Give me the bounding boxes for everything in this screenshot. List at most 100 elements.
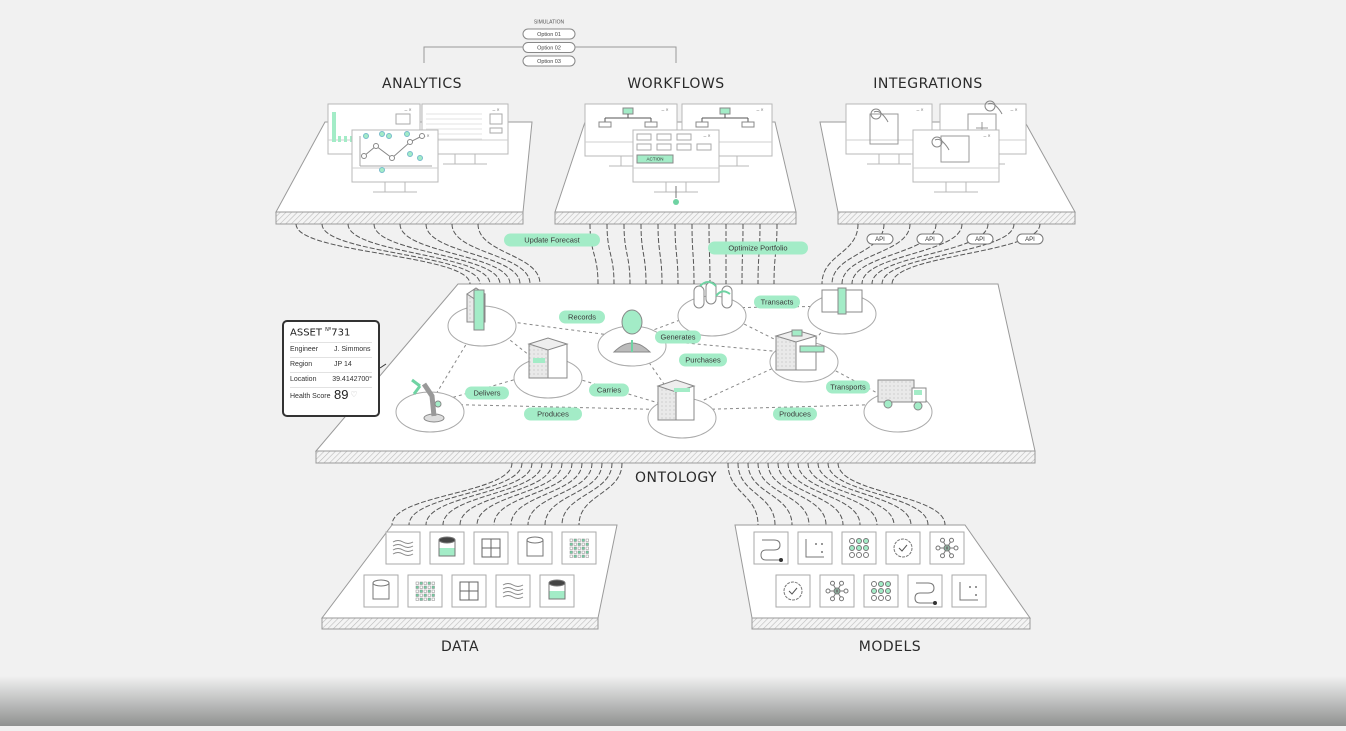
models-wire [777,462,844,526]
neural-node [885,588,891,594]
simulation-option[interactable]: Option 03 [537,59,561,65]
relation-transacts[interactable]: Transacts [754,295,800,309]
dot-matrix-cell [577,538,581,542]
dot-matrix-cell [573,538,577,542]
simulation-title: SIMULATION [534,19,565,25]
hub-node [953,545,959,551]
data-tile-grid[interactable] [473,531,509,565]
depot-object[interactable] [527,337,569,379]
model-tile-gear-check[interactable] [775,574,811,608]
truck-object[interactable] [877,379,927,411]
section-title-analytics: ANALYTICS [382,76,462,92]
data-tile-dot-matrix[interactable] [407,574,443,608]
store-object[interactable] [774,329,818,371]
update-forecast-pill-label: Update Forecast [524,235,580,244]
db-fill [549,591,565,599]
neural-node [871,588,877,594]
model-tile-gear-check[interactable] [885,531,921,565]
relation-produces-right[interactable]: Produces [773,407,817,421]
optimize-portfolio-pill[interactable]: Optimize Portfolio [708,241,808,255]
relation-transports-label: Transports [830,382,866,391]
relation-produces-left-label: Produces [537,409,569,418]
cash-band [837,287,847,315]
model-tile-neural-net[interactable] [841,531,877,565]
model-tile-scatter[interactable] [951,574,987,608]
neural-node [856,545,862,551]
api-badge[interactable]: API [866,233,894,245]
hub-node [949,537,954,543]
dot-matrix-cell [577,546,581,550]
person-object[interactable] [612,309,652,353]
box-object[interactable] [656,379,696,421]
data-tile-database[interactable] [363,574,399,608]
analytics-monitor-1-window-controls: – × [404,107,411,113]
cash-stack-object[interactable] [821,287,863,315]
data-tile-database[interactable] [517,531,553,565]
asset-number: 731 [331,327,351,339]
api-badge[interactable]: API [1016,233,1044,245]
data-tile-dot-matrix[interactable] [561,531,597,565]
relation-purchases[interactable]: Purchases [679,353,727,367]
relation-generates[interactable]: Generates [655,330,701,344]
bottom-fade [0,676,1346,726]
workflows-wire [657,223,663,285]
health-score-value-wrap: 89 ♡ [334,388,372,402]
asset-row-value: 39.4142700° [332,376,372,384]
model-tile-hub[interactable] [819,574,855,608]
dot-matrix-cell [419,585,423,589]
workflows-wire [708,223,711,285]
relation-produces-left[interactable]: Produces [524,407,582,421]
hand-shape [873,110,889,123]
relation-carries[interactable]: Carries [589,383,629,397]
simulation-option-bg[interactable] [522,55,576,67]
dot-matrix-cell [577,554,581,558]
model-tile-gear-check-frame [885,531,921,565]
relation-records[interactable]: Records [559,310,605,324]
relation-transports[interactable]: Transports [826,380,870,394]
model-tile-path[interactable] [753,531,789,565]
path-end [933,601,937,605]
dot-matrix-cell [585,550,589,554]
update-forecast-pill[interactable]: Update Forecast [504,233,600,247]
dot-matrix-cell [415,597,419,601]
health-score-value: 89 [334,387,349,403]
neural-node [878,595,884,601]
refinery-object[interactable] [693,281,733,309]
relation-delivers[interactable]: Delivers [465,386,509,400]
data-tile-waves[interactable] [495,574,531,608]
form-field [676,133,692,141]
dot-matrix-cell [573,542,577,546]
workflows-wire [640,223,647,285]
relation-purchases-bg [679,353,727,367]
simulation-option[interactable]: Option 01 [537,32,561,38]
simulation-option[interactable]: Option 02 [537,45,561,51]
model-tile-path[interactable] [907,574,943,608]
model-tile-scatter-frame [951,574,987,608]
model-tile-scatter[interactable] [797,531,833,565]
robot-arm-object[interactable] [411,378,445,423]
path-end [779,558,783,562]
api-badge[interactable]: API [966,233,994,245]
optimize-portfolio-pill-bg [708,241,808,255]
analytics-wire [321,223,481,285]
form-field [636,133,652,141]
integrations-platform-edge [837,211,1076,225]
hub-node [830,580,835,586]
api-badge[interactable]: API [916,233,944,245]
dot-matrix-cell [423,589,427,593]
data-tile-grid[interactable] [451,574,487,608]
simulation-option-bg[interactable] [522,28,576,40]
dot-matrix-cell [427,593,431,597]
data-tile-waves[interactable] [385,531,421,565]
data-tile-database-filled[interactable] [539,574,575,608]
db-top [438,536,456,544]
model-tile-hub[interactable] [929,531,965,565]
depot-sign [533,358,545,363]
model-tile-neural-net[interactable] [863,574,899,608]
cube-top [527,337,569,351]
data-tile-database-filled[interactable] [429,531,465,565]
